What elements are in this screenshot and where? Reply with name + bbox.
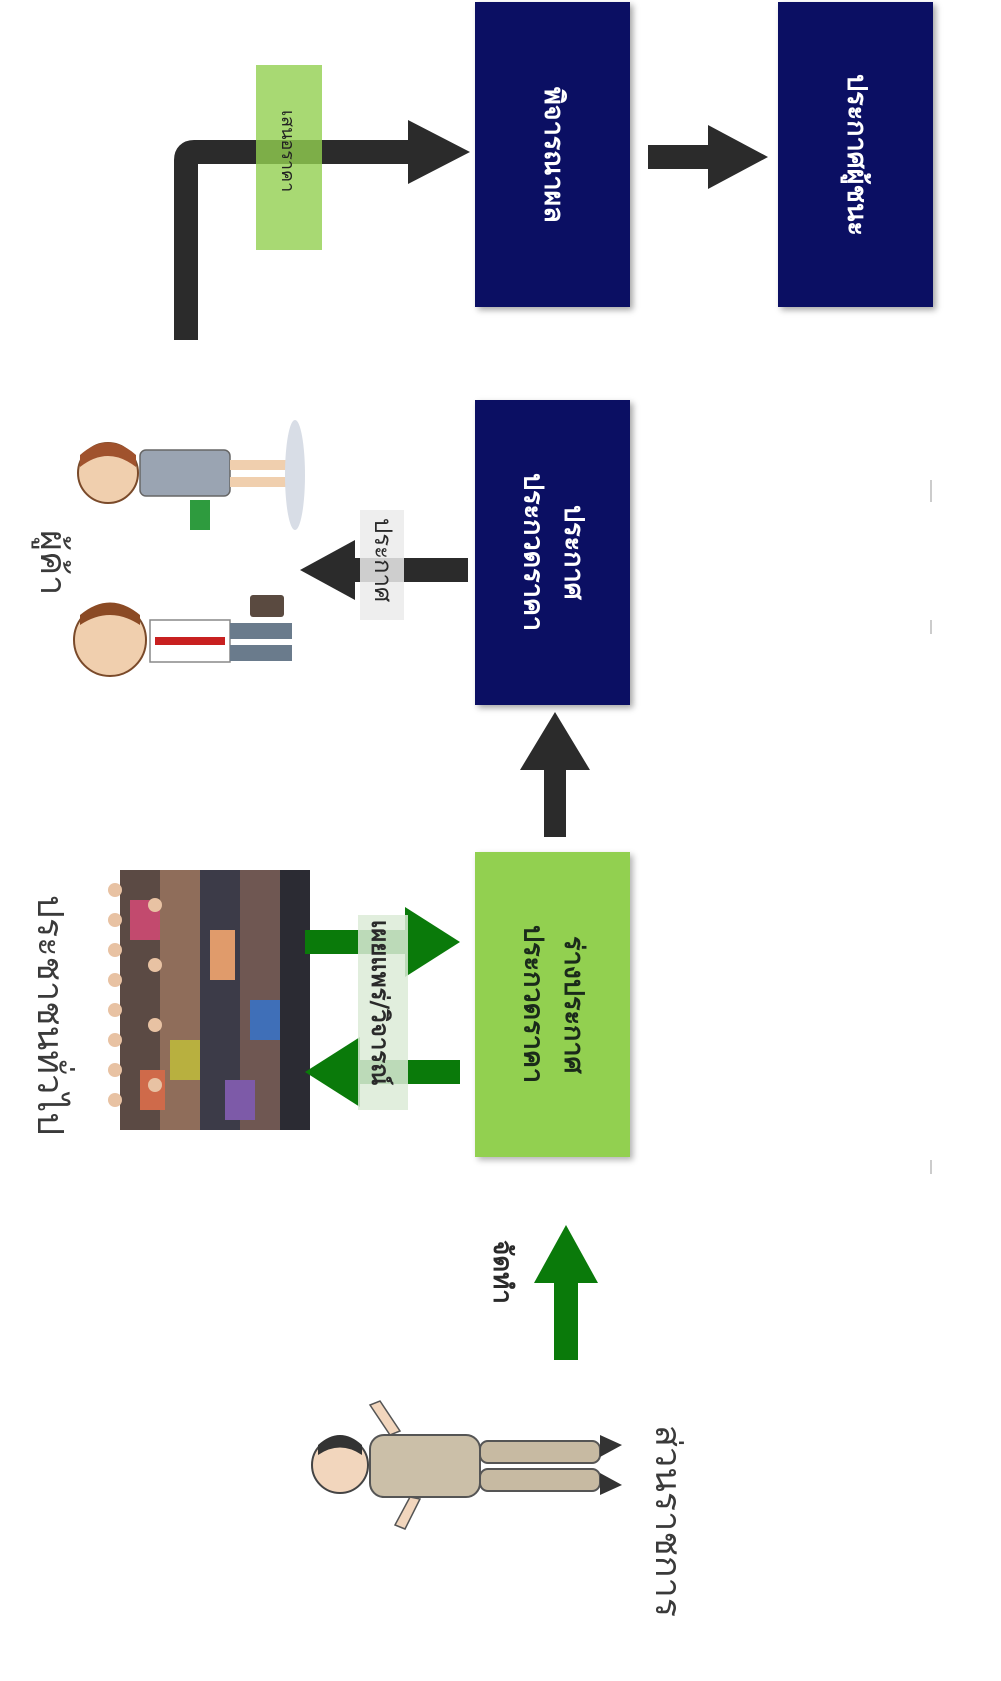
faint-mark-3 (930, 1160, 932, 1174)
announce-label-bg (360, 510, 404, 620)
prepare-arrow (534, 1225, 598, 1360)
publish-comment-label: เผยแพร่/วิจารณ์ (366, 920, 394, 1086)
draft-box-line-2: ประกวดราคา (517, 925, 549, 1084)
announce-arrow-label: ประกาศ (369, 518, 397, 603)
actor-merchants-label: ผู้ค้า (32, 530, 73, 596)
faint-mark-1 (930, 480, 932, 502)
faint-mark-2 (930, 620, 932, 634)
actor-government-label: ส่วนราชการ (647, 1425, 688, 1618)
bid-arrow (174, 120, 470, 340)
announce-box-line-2: ประกวดราคา (517, 473, 549, 632)
draft-box-line-1: ร่างประกาศ (558, 935, 589, 1074)
bid-arrow-label: เสนอราคา (277, 110, 298, 193)
merchant-man-figure (73, 595, 292, 677)
government-official-figure (311, 1400, 622, 1530)
prepare-arrow-label: จัดทำ (487, 1240, 517, 1304)
draft-announcement-box: ร่างประกาศ ประกวดราคา (475, 852, 630, 1157)
consider-box-text: พิจารณาผล (537, 86, 569, 223)
actor-public-label: ประชาชนทั่วไป (29, 895, 70, 1136)
consider-box: พิจารณาผล (475, 2, 630, 307)
announce-box: ประกาศ ประกวดราคา (475, 400, 630, 705)
merchant-woman-figure (77, 420, 305, 530)
bid-label-box (256, 65, 322, 250)
announce-box-line-1: ประกาศ (558, 505, 589, 600)
winner-box: ประกาศผู้ชนะ (778, 2, 933, 307)
consider-to-winner-arrow (648, 125, 768, 189)
public-crowd-figure (100, 860, 320, 1140)
winner-box-text: ประกาศผู้ชนะ (840, 73, 872, 236)
draft-to-announce-arrow (520, 712, 590, 837)
publish-comment-label-bg (358, 915, 408, 1110)
